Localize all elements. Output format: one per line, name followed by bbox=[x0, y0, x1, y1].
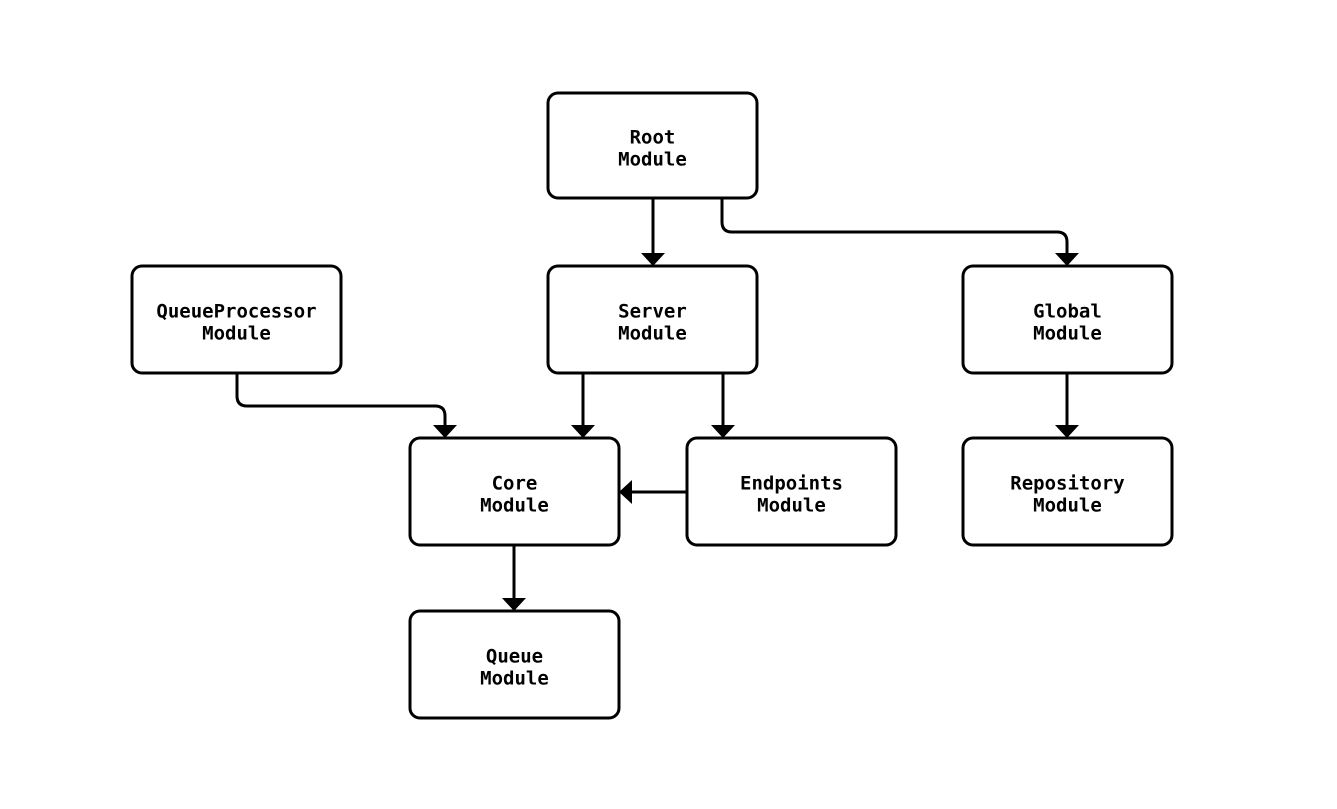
edge-queueprocessor-to-core bbox=[235, 373, 457, 438]
node-box-repository bbox=[961, 436, 1174, 547]
node-box-server bbox=[546, 264, 759, 375]
node-label-line: Core bbox=[492, 473, 538, 495]
node-label-line: Module bbox=[480, 668, 549, 690]
node-label-line: Repository bbox=[1010, 473, 1124, 495]
edges-layer bbox=[235, 198, 1079, 611]
node-label-line: Module bbox=[1033, 323, 1102, 345]
node-box-queue bbox=[408, 609, 621, 720]
node-label-line: Module bbox=[1033, 495, 1102, 517]
node-label-line: Root bbox=[630, 127, 676, 149]
node-label-line: Endpoints bbox=[740, 473, 843, 495]
node-label-line: Server bbox=[618, 301, 687, 323]
node-box-root bbox=[546, 91, 759, 200]
node-label-line: Module bbox=[202, 323, 271, 345]
node-label-line: Module bbox=[757, 495, 826, 517]
edge-root-to-global bbox=[720, 198, 1079, 266]
node-label-line: QueueProcessor bbox=[156, 301, 316, 323]
node-box-core bbox=[408, 436, 621, 547]
node-box-queueprocessor bbox=[130, 264, 343, 375]
node-label-line: Module bbox=[480, 495, 549, 517]
node-label-line: Global bbox=[1033, 301, 1102, 323]
node-label-line: Queue bbox=[486, 646, 543, 668]
node-label-line: Module bbox=[618, 149, 687, 171]
node-box-global bbox=[961, 264, 1174, 375]
node-box-endpoints bbox=[685, 436, 898, 547]
node-label-line: Module bbox=[618, 323, 687, 345]
